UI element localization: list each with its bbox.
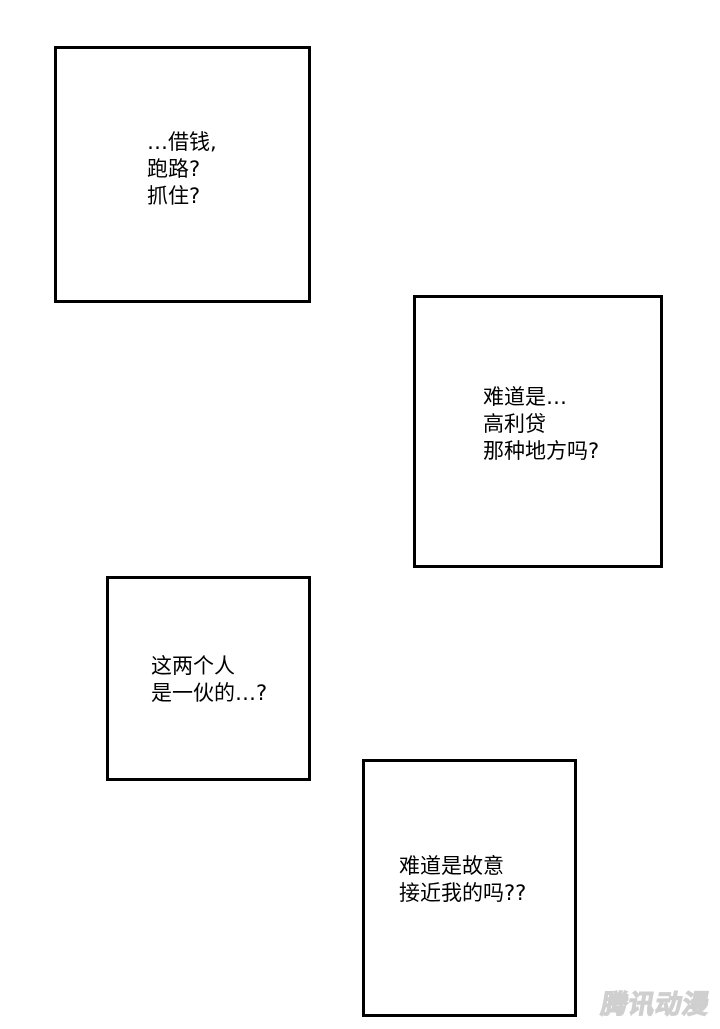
watermark-logo: 腾讯动漫 xyxy=(598,989,713,1020)
caption-line: 这两个人 xyxy=(151,654,235,678)
caption-line: 高利贷 xyxy=(483,412,546,436)
caption-line: 抓住? xyxy=(147,184,201,208)
caption-line: 难道是… xyxy=(483,385,567,409)
caption-text: 难道是… 高利贷 那种地方吗? xyxy=(483,384,599,465)
caption-line: 接近我的吗?? xyxy=(399,881,527,905)
caption-panel-1: …借钱, 跑路? 抓住? xyxy=(54,46,311,303)
caption-panel-3: 这两个人 是一伙的…? xyxy=(106,576,311,781)
caption-line: …借钱, xyxy=(147,130,217,154)
caption-line: 是一伙的…? xyxy=(151,681,268,705)
caption-text: 这两个人 是一伙的…? xyxy=(151,653,267,707)
caption-line: 难道是故意 xyxy=(399,854,504,878)
caption-line: 那种地方吗? xyxy=(483,439,600,463)
caption-text: 难道是故意 接近我的吗?? xyxy=(399,853,526,907)
caption-panel-2: 难道是… 高利贷 那种地方吗? xyxy=(413,295,663,568)
caption-text: …借钱, 跑路? 抓住? xyxy=(147,129,217,210)
caption-line: 跑路? xyxy=(147,157,201,181)
caption-panel-4: 难道是故意 接近我的吗?? xyxy=(362,759,577,1017)
